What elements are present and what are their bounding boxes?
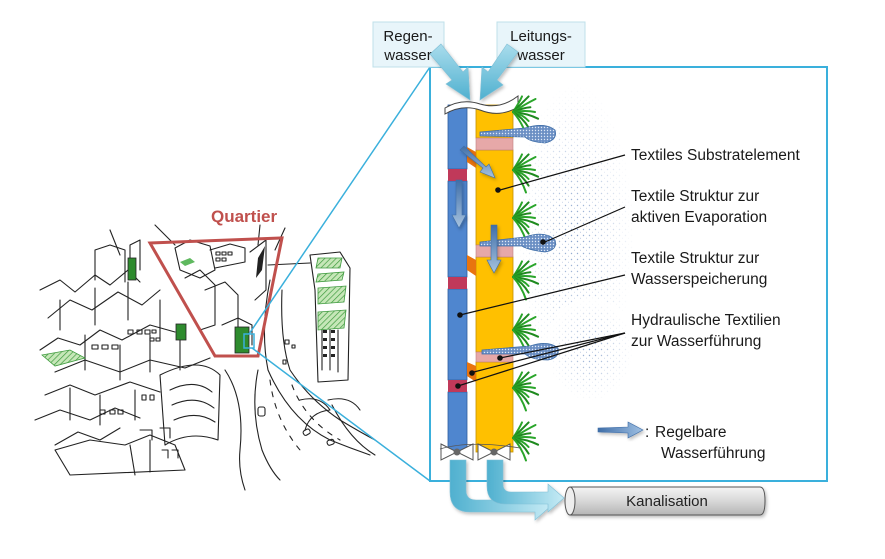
source-rainwater: Regen- wasser (372, 21, 445, 68)
controllable-flow-arrows (451, 145, 502, 274)
plant-tuft (512, 260, 540, 301)
callout-hydraulic-line2: zur Wasserführung (631, 333, 761, 350)
evaporation-elements (479, 125, 559, 361)
callout-leaders (457, 154, 626, 387)
tapwater-label-line1: Leitungs- (510, 28, 572, 45)
green-facade (127, 257, 137, 281)
rainwater-column (447, 104, 468, 453)
rainwater-label-line1: Regen- (383, 28, 432, 45)
callout-substrate: Textiles Substratelement (631, 147, 801, 164)
sketch-windows (91, 329, 161, 415)
rainwater-inflow-arrow (429, 43, 471, 101)
plant-tuft (512, 421, 540, 462)
legend-line2: Wasserführung (661, 445, 766, 462)
green-roof (317, 309, 347, 331)
outflow-arrows (449, 459, 565, 521)
legend-arrow-icon (597, 421, 644, 439)
legend: : Regelbare Wasserführung (597, 421, 766, 462)
callout-hydraulic-line1: Hydraulische Textilien (631, 312, 781, 329)
sketch-buildings-left (34, 239, 221, 476)
sketch-roads (224, 279, 376, 491)
green-roof (315, 257, 343, 269)
zoom-line-bottom (251, 347, 431, 482)
tapwater-outflow-arrow (486, 459, 565, 513)
flow-arrow-diagonal (459, 145, 496, 179)
callout-evaporation-line1: Textile Struktur zur (631, 188, 759, 205)
callout-dots (455, 187, 546, 389)
legend-prefix: : (645, 424, 649, 441)
plant-tuft (512, 95, 540, 136)
source-tapwater: Leitungs- wasser (496, 21, 586, 68)
sketch-buildings-right (267, 251, 376, 456)
plant-tuft (512, 201, 540, 242)
plant-tuft (512, 153, 540, 194)
plants (512, 95, 540, 462)
inflow-arrows (429, 43, 519, 101)
callout-storage-line1: Textile Struktur zur (631, 250, 759, 267)
evaporation-mist (515, 83, 635, 402)
district-outline (147, 236, 284, 358)
zoom-line-top (248, 66, 431, 335)
valve-block (448, 277, 467, 289)
target-green-facade (234, 326, 250, 354)
tapwater-label-line2: wasser (516, 47, 565, 64)
rainwater-label-line2: wasser (383, 47, 432, 64)
flow-arrow-down (451, 179, 467, 229)
flow-arrow-down (486, 224, 502, 274)
green-facade (175, 323, 187, 341)
evaporation-teardrop (479, 233, 556, 253)
green-roof (317, 285, 347, 305)
district-label: Quartier (211, 207, 278, 226)
sketch-buildings-district (109, 224, 286, 346)
callout-labels: Textiles Substratelement Textile Struktu… (631, 147, 801, 350)
plant-tuft (512, 371, 540, 412)
callout-evaporation-line2: aktiven Evaporation (631, 209, 767, 226)
tapwater-column (467, 104, 514, 453)
orange-tab (467, 255, 476, 276)
legend-line1: Regelbare (655, 424, 727, 441)
green-roof (315, 271, 345, 283)
plant-tuft (512, 313, 540, 354)
sewer-label: Kanalisation (626, 493, 708, 510)
city-sketch: Quartier (34, 207, 376, 491)
sewer-pipe: Kanalisation (564, 486, 766, 516)
tapwater-inflow-arrow (479, 43, 519, 101)
green-roof (41, 349, 87, 367)
valve-block (448, 169, 467, 181)
green-roofs-left (41, 257, 195, 367)
evaporation-teardrop (479, 125, 556, 144)
green-roof (180, 258, 195, 266)
pink-band (475, 137, 514, 151)
callout-storage-line2: Wasserspeicherung (631, 271, 767, 288)
valves (439, 443, 521, 461)
